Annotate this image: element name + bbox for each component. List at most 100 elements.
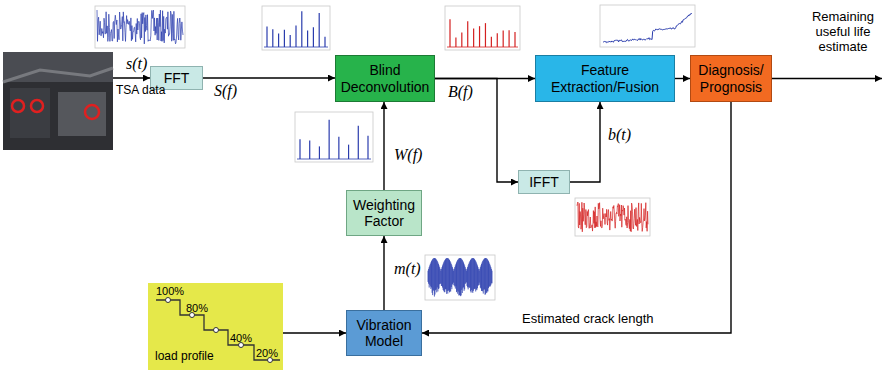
modulated-wave — [460, 258, 461, 296]
signal-label: W(f) — [392, 146, 424, 164]
modulated-wave — [453, 269, 454, 285]
modulated-wave — [486, 259, 487, 294]
modulated-wave — [446, 258, 447, 294]
spectrum-base — [447, 47, 518, 48]
modulated-wave — [465, 269, 466, 283]
modulated-wave — [488, 261, 489, 288]
plot-frame — [295, 112, 373, 162]
modulated-wave — [485, 258, 486, 294]
plot-frame — [575, 198, 650, 236]
spectrum-peak — [307, 31, 308, 47]
spectrum-peak — [455, 38, 456, 47]
load-level: 40% — [230, 332, 252, 344]
modulated-wave — [459, 258, 460, 295]
modulated-wave — [487, 259, 488, 291]
spectrum-peak — [497, 33, 498, 47]
modulated-wave — [433, 259, 434, 291]
modulated-wave — [461, 259, 462, 296]
box-text: Vibration Model — [347, 317, 421, 349]
modulated-wave — [478, 267, 479, 286]
process-box: IFFT — [518, 170, 570, 194]
connector-arrow — [570, 102, 600, 182]
spectrum-peak — [358, 126, 359, 159]
signal-label: B(f) — [446, 83, 475, 101]
noise-trace — [97, 10, 183, 44]
modulated-wave — [471, 259, 472, 292]
spectrum-peak — [290, 35, 291, 47]
modulated-wave — [491, 269, 492, 283]
spectrum-peak — [367, 136, 368, 159]
connector-arrow — [435, 79, 518, 183]
box-text: Blind Deconvolution — [336, 62, 434, 94]
panel-title: load profile — [155, 350, 214, 363]
spectrum-peak — [508, 30, 509, 47]
load-profile-box: 100%80% 40% 20% load profile — [148, 283, 283, 370]
modulated-wave — [477, 265, 478, 288]
modulated-wave — [434, 258, 435, 297]
input-arrow — [113, 77, 150, 78]
spectrum-peak — [338, 137, 339, 159]
spectrum-peak — [278, 34, 279, 47]
modulated-wave — [490, 265, 491, 286]
load-profile-panel — [148, 283, 283, 370]
spectrum-peak — [491, 37, 492, 47]
spectrum-peak — [329, 120, 330, 159]
modulated-wave — [436, 260, 437, 292]
modulated-wave — [438, 264, 439, 289]
signal-label: b(t) — [606, 126, 633, 144]
modulated-wave — [445, 259, 446, 289]
signal-thumbnails — [95, 5, 695, 300]
plot-frame — [445, 6, 520, 50]
plot-frame — [95, 6, 185, 48]
modulated-wave — [490, 267, 491, 285]
spectrum-peak — [473, 29, 474, 47]
spectrum-peak — [266, 27, 267, 47]
signal-label: m(t) — [392, 260, 423, 278]
spectrum-peak — [503, 31, 504, 47]
spectrum-peak — [313, 27, 314, 47]
plot-frame — [262, 6, 330, 50]
spectrum-peak — [301, 11, 302, 47]
modulated-wave — [449, 260, 450, 292]
connector-arrow — [203, 77, 335, 78]
modulated-wave — [450, 261, 451, 291]
modulated-wave — [448, 259, 449, 291]
modulated-wave — [440, 269, 441, 284]
spectrum-peak — [319, 13, 320, 47]
modulated-wave — [462, 261, 463, 288]
box-text: Diagnosis/ Prognosis — [691, 62, 771, 94]
modulated-wave — [458, 259, 459, 296]
spectrum-peak — [319, 146, 320, 159]
modulated-wave — [451, 265, 452, 289]
helicopter-photo — [3, 52, 113, 150]
modulated-wave — [474, 259, 475, 289]
spectrum-peak — [295, 26, 296, 47]
spectrum-peak — [461, 32, 462, 47]
connector-arrow — [283, 332, 346, 333]
process-box: Feature Extraction/Fusion — [535, 55, 675, 102]
spectrum-peak — [449, 19, 450, 47]
load-level: 100% — [156, 285, 184, 297]
trend-curve — [603, 13, 692, 43]
process-box: Weighting Factor — [346, 190, 422, 236]
modulated-wave — [473, 259, 474, 290]
spectrum-peak — [467, 21, 468, 47]
modulated-wave — [487, 260, 488, 291]
load-level: 80% — [186, 302, 208, 314]
modulated-wave — [447, 258, 448, 293]
modulated-wave — [485, 258, 486, 295]
modulated-wave — [486, 258, 487, 292]
connector-arrow — [675, 78, 690, 79]
spectrum-peak — [299, 139, 300, 159]
output-arrow — [772, 78, 882, 79]
modulated-wave — [439, 265, 440, 288]
connector-arrow — [422, 102, 731, 333]
modulated-wave — [472, 258, 473, 293]
signal-label: s(t) — [126, 55, 147, 73]
data-label: TSA data — [116, 84, 165, 98]
feedback-label: Estimated crack length — [520, 312, 656, 326]
modulated-wave — [434, 258, 435, 294]
modulated-wave — [464, 264, 465, 291]
load-level: 20% — [256, 347, 278, 359]
box-text: Feature Extraction/Fusion — [536, 62, 674, 94]
